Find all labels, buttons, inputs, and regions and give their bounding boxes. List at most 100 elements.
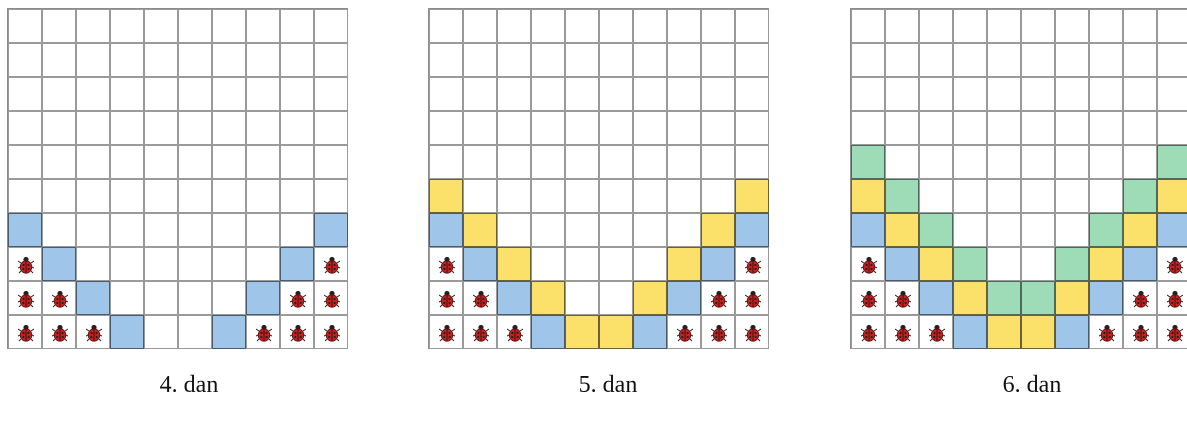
grid-cell <box>531 77 565 111</box>
grid-cell <box>8 315 42 349</box>
grid-cell <box>1055 77 1089 111</box>
grid-cell <box>8 43 42 77</box>
grid-cell <box>987 111 1021 145</box>
ladybug-icon <box>1133 324 1149 342</box>
grid-cell <box>1055 9 1089 43</box>
grid-cell <box>280 213 314 247</box>
grid-cell-blue <box>633 315 667 349</box>
grid-cell <box>178 145 212 179</box>
grid-cell <box>701 111 735 145</box>
grid-cell <box>178 213 212 247</box>
grid-cell <box>1123 315 1157 349</box>
grid-cell-yellow <box>565 315 599 349</box>
grid-cell <box>246 179 280 213</box>
grid-cell <box>633 9 667 43</box>
grid-cell <box>178 281 212 315</box>
grid-cell <box>178 247 212 281</box>
grid-cell <box>851 111 885 145</box>
grid-cell <box>885 9 919 43</box>
grid-cell <box>110 77 144 111</box>
grid-cell-blue <box>851 213 885 247</box>
grid-cell <box>851 247 885 281</box>
grid-cell <box>565 111 599 145</box>
grid-cell <box>1021 247 1055 281</box>
grid-cell <box>8 145 42 179</box>
grid-cell <box>1089 111 1123 145</box>
grid-cell-yellow <box>497 247 531 281</box>
grid-cell <box>1123 77 1157 111</box>
grid-cell-green <box>953 247 987 281</box>
grid-cell-yellow <box>667 247 701 281</box>
grid-cell <box>885 43 919 77</box>
grid-cell <box>1089 315 1123 349</box>
grid-cell <box>1055 145 1089 179</box>
ladybug-icon <box>86 324 102 342</box>
grid-cell <box>76 213 110 247</box>
grid-cell-blue <box>280 247 314 281</box>
ladybug-icon <box>439 256 455 274</box>
ladybug-icon <box>18 256 34 274</box>
grid-cell <box>953 145 987 179</box>
grid-cell <box>110 145 144 179</box>
grid-cell <box>42 145 76 179</box>
grid-cell <box>1089 145 1123 179</box>
grid-cell <box>1089 179 1123 213</box>
grid-cell-blue <box>8 213 42 247</box>
grid-cell <box>110 43 144 77</box>
grid-cell <box>314 281 348 315</box>
grid-cell <box>1157 77 1187 111</box>
grid-cell-green <box>919 213 953 247</box>
grid-cell-blue <box>1157 213 1187 247</box>
ladybug-icon <box>1167 324 1183 342</box>
grid-cell <box>1021 145 1055 179</box>
ladybug-icon <box>1167 256 1183 274</box>
grid-cell <box>919 179 953 213</box>
grid-cell <box>1021 43 1055 77</box>
grid-cell <box>851 43 885 77</box>
grid-cell <box>497 77 531 111</box>
grid-cell <box>110 213 144 247</box>
grid-cell <box>212 179 246 213</box>
grid-cell <box>1021 213 1055 247</box>
grid-cell <box>667 9 701 43</box>
grid-cell <box>463 9 497 43</box>
grid-cell-green <box>1157 145 1187 179</box>
grid-cell <box>144 77 178 111</box>
grid-cell <box>919 145 953 179</box>
grid-cell <box>280 77 314 111</box>
grid-cell <box>212 111 246 145</box>
grid-cell-blue <box>212 315 246 349</box>
grid-cell <box>144 281 178 315</box>
grid-cell <box>144 179 178 213</box>
grid-cell <box>987 247 1021 281</box>
grid-cell <box>429 43 463 77</box>
grid-cell <box>110 9 144 43</box>
grid-cell <box>953 179 987 213</box>
grid-cell <box>1157 247 1187 281</box>
grid-cell <box>565 247 599 281</box>
grid-cell <box>1123 43 1157 77</box>
grid-cell <box>246 9 280 43</box>
grid-cell <box>1055 111 1089 145</box>
grid-cell <box>280 281 314 315</box>
grid-cell <box>212 77 246 111</box>
grid-cell <box>42 77 76 111</box>
grid-cell <box>314 145 348 179</box>
grid-cell-blue <box>701 247 735 281</box>
ladybug-icon <box>18 324 34 342</box>
grid-cell <box>76 77 110 111</box>
grid-cell <box>463 281 497 315</box>
grid-cell <box>531 247 565 281</box>
grid-cell <box>735 281 769 315</box>
grid-cell <box>314 9 348 43</box>
grid-cell <box>633 77 667 111</box>
grid-cell <box>987 77 1021 111</box>
grid-cell-blue <box>42 247 76 281</box>
grid-cell <box>463 179 497 213</box>
grid-cell <box>987 145 1021 179</box>
grid-cell <box>1123 9 1157 43</box>
grid-cell <box>497 9 531 43</box>
grid-cell <box>599 43 633 77</box>
ladybug-icon <box>439 324 455 342</box>
grid-cell-yellow <box>463 213 497 247</box>
